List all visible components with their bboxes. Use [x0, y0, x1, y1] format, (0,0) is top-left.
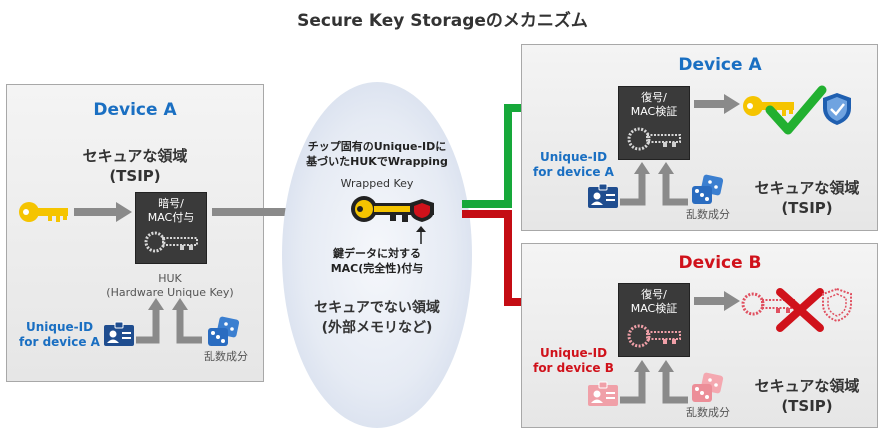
huk-key-pattern-icon — [144, 231, 198, 253]
right-b-secure-label: セキュアな領域 (TSIP) — [738, 376, 876, 416]
right-b-dice-icon — [692, 372, 724, 402]
right-b-uid-line2: for device B — [533, 361, 614, 375]
plain-key-icon — [19, 202, 68, 222]
shield-broken-icon — [822, 287, 852, 323]
right-a-secure-line2: (TSIP) — [781, 199, 833, 217]
wrapped-key-icon — [351, 196, 434, 222]
decrypt-b-line1: 復号/ — [641, 288, 667, 301]
left-secure-area-label: セキュアな領域 (TSIP) — [6, 146, 264, 186]
right-a-id-card-icon — [588, 183, 618, 208]
right-b-id-card-icon — [588, 381, 618, 406]
decrypt-box-b: 復号/ MAC検証 — [618, 283, 690, 357]
right-a-input-arrows — [620, 162, 688, 206]
left-unique-id-label: Unique-ID for device A — [12, 320, 107, 350]
arrows-uid-random-to-huk — [136, 298, 202, 344]
wrapping-line1: チップ固有のUnique-IDに — [307, 140, 447, 153]
success-check-icon — [765, 85, 827, 135]
right-a-uid-line2: for device A — [533, 165, 614, 179]
mac-line2: MAC(完全性)付与 — [330, 262, 424, 275]
right-b-uid-line1: Unique-ID — [539, 346, 608, 360]
shield-ok-icon — [823, 93, 851, 125]
id-card-icon — [104, 321, 134, 346]
left-uid-line1: Unique-ID — [25, 320, 94, 334]
right-b-secure-line2: (TSIP) — [781, 397, 833, 415]
wrapping-description: チップ固有のUnique-IDに 基づいたHUKでWrapping — [282, 139, 472, 169]
insecure-line1: セキュアでない領域 — [314, 300, 440, 316]
right-a-random-label: 乱数成分 — [686, 208, 730, 221]
arrow-key-to-encrypt — [74, 202, 132, 222]
device-b-target-title: Device B — [678, 253, 762, 273]
right-a-secure-line1: セキュアな領域 — [754, 179, 860, 197]
wrapping-line2: 基づいたHUKでWrapping — [306, 155, 448, 168]
device-a-target-title: Device A — [678, 55, 762, 75]
huk-label: HUK (Hardware Unique Key) — [80, 272, 260, 300]
left-secure-line1: セキュアな領域 — [82, 147, 188, 165]
huk-line1: HUK — [158, 272, 182, 285]
right-a-dice-icon — [692, 174, 724, 204]
right-b-unique-id-label: Unique-ID for device B — [526, 346, 621, 376]
left-random-label: 乱数成分 — [204, 350, 248, 363]
device-a-source-title: Device A — [93, 100, 177, 120]
left-uid-line2: for device A — [19, 335, 100, 349]
mac-description: 鍵データに対する MAC(完全性)付与 — [282, 246, 472, 276]
page-title: Secure Key Storageのメカニズム — [297, 11, 588, 31]
insecure-area-label: セキュアでない領域 (外部メモリなど) — [282, 298, 472, 338]
decrypt-a-key-pattern-icon — [627, 127, 681, 151]
arrow-decrypt-a-to-key — [694, 94, 740, 114]
right-a-secure-label: セキュアな領域 (TSIP) — [738, 178, 876, 218]
right-a-unique-id-label: Unique-ID for device A — [526, 150, 621, 180]
insecure-area-oval — [282, 82, 472, 428]
encrypt-box-line2: MAC付与 — [147, 211, 195, 224]
encrypt-box-line1: 暗号/ — [158, 197, 184, 210]
decrypt-b-line2: MAC検証 — [630, 302, 678, 315]
right-b-random-label: 乱数成分 — [686, 406, 730, 419]
wrapped-key-label: Wrapped Key — [340, 177, 414, 190]
right-b-secure-line1: セキュアな領域 — [754, 377, 860, 395]
fail-cross-icon — [776, 288, 824, 332]
decrypt-b-key-pattern-icon — [627, 324, 681, 348]
dice-icon — [208, 316, 240, 346]
arrow-decrypt-b-to-key — [694, 291, 740, 311]
right-a-uid-line1: Unique-ID — [539, 150, 608, 164]
decrypt-box-a: 復号/ MAC検証 — [618, 86, 690, 160]
insecure-line2: (外部メモリなど) — [321, 320, 433, 336]
mac-line1: 鍵データに対する — [333, 247, 421, 260]
left-secure-line2: (TSIP) — [109, 167, 161, 185]
decrypt-a-line1: 復号/ — [641, 91, 667, 104]
encrypt-mac-box: 暗号/ MAC付与 — [135, 192, 207, 264]
decrypt-a-line2: MAC検証 — [630, 105, 678, 118]
huk-line2: (Hardware Unique Key) — [106, 286, 234, 299]
mac-pointer-arrow — [416, 226, 426, 244]
right-b-input-arrows — [620, 360, 688, 404]
